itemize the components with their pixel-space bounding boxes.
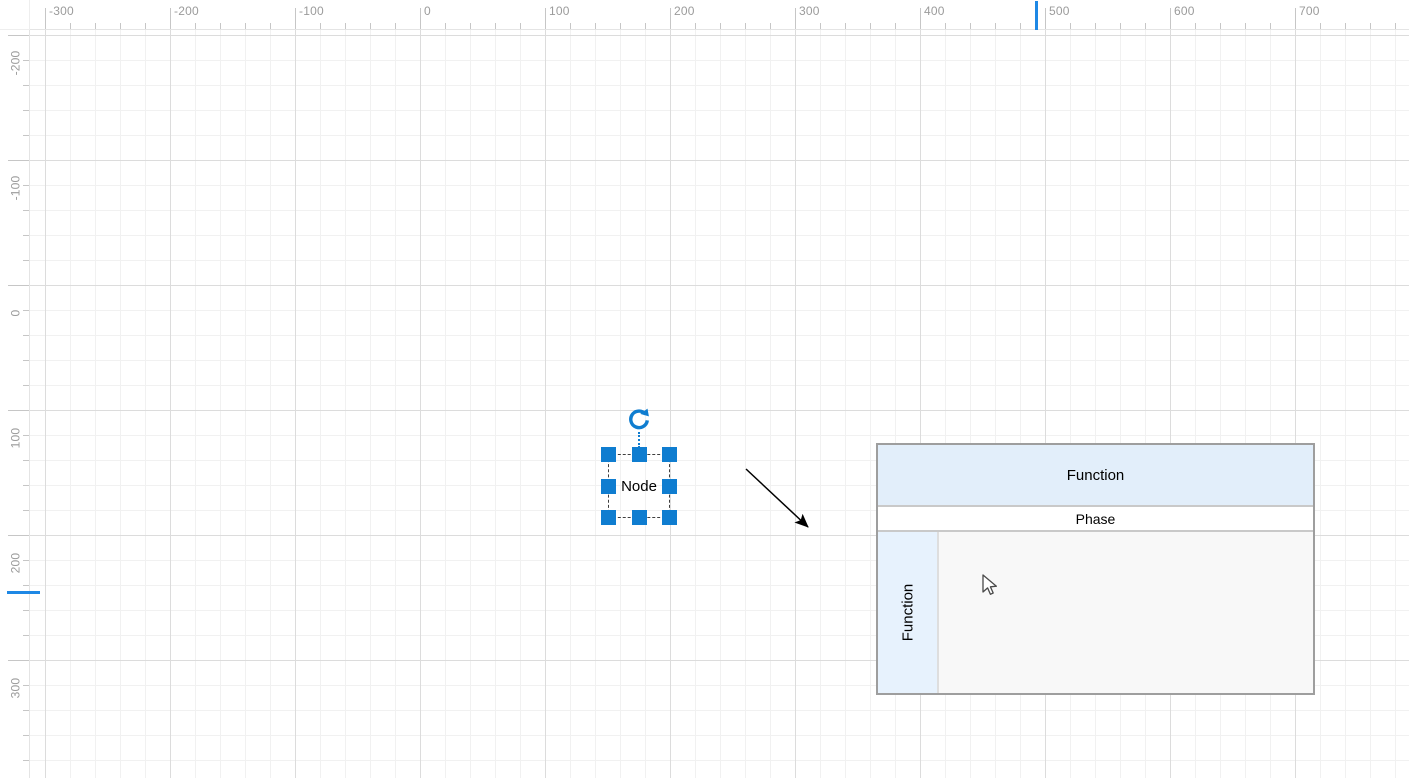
- ruler-label-v: 0: [0, 287, 30, 339]
- ruler-corner: [0, 0, 30, 30]
- ruler-label-h: -100: [299, 4, 324, 18]
- ruler-label-h: 500: [1049, 4, 1070, 18]
- ruler-label-h: 200: [674, 4, 695, 18]
- swimlane-lane-header[interactable]: Function: [878, 532, 939, 693]
- resize-handle-sw[interactable]: [601, 510, 616, 525]
- swimlane-title-header[interactable]: Function: [878, 445, 1313, 507]
- resize-handle-se[interactable]: [662, 510, 677, 525]
- resize-handle-nw[interactable]: [601, 447, 616, 462]
- ruler-label-h: 600: [1174, 4, 1195, 18]
- swimlane-body: Function: [878, 532, 1313, 693]
- swimlane-phase-label: Phase: [1076, 511, 1116, 527]
- cursor-icon: [981, 574, 1001, 598]
- rotate-handle-icon[interactable]: [627, 407, 651, 431]
- swimlane-title-label: Function: [1067, 467, 1125, 484]
- swimlane-lane-area[interactable]: [939, 532, 1313, 693]
- ruler-label-h: 300: [799, 4, 820, 18]
- ruler-label-h: -300: [49, 4, 74, 18]
- resize-handle-s[interactable]: [632, 510, 647, 525]
- swimlane-lane-label: Function: [899, 584, 916, 642]
- rotate-handle-connector: [638, 432, 640, 448]
- resize-handle-e[interactable]: [662, 479, 677, 494]
- ruler-label-h: 700: [1299, 4, 1320, 18]
- ruler-label-v: 300: [0, 662, 30, 714]
- swimlane-shape[interactable]: Function Phase Function: [876, 443, 1315, 695]
- vertical-ruler: -200 -100 0 100 200 300: [0, 30, 30, 778]
- ruler-label-v: -100: [0, 162, 30, 214]
- ruler-label-v: 200: [0, 537, 30, 589]
- node-label: Node: [621, 478, 657, 495]
- ruler-label-v: 100: [0, 412, 30, 464]
- ruler-label-h: 400: [924, 4, 945, 18]
- ruler-position-marker-horizontal: [1035, 1, 1038, 30]
- ruler-label-h: 100: [549, 4, 570, 18]
- resize-handle-n[interactable]: [632, 447, 647, 462]
- arrow-connector[interactable]: [740, 460, 820, 540]
- resize-handle-ne[interactable]: [662, 447, 677, 462]
- horizontal-ruler: -300 -200 -100 0 100 200 300 400 500 600 700: [30, 0, 1409, 30]
- resize-handle-w[interactable]: [601, 479, 616, 494]
- ruler-label-h: 0: [424, 4, 431, 18]
- ruler-position-marker-vertical: [7, 591, 40, 594]
- swimlane-phase-header[interactable]: Phase: [878, 507, 1313, 532]
- ruler-label-h: -200: [174, 4, 199, 18]
- ruler-label-v: -200: [0, 37, 30, 89]
- node-shape[interactable]: Node: [608, 454, 670, 518]
